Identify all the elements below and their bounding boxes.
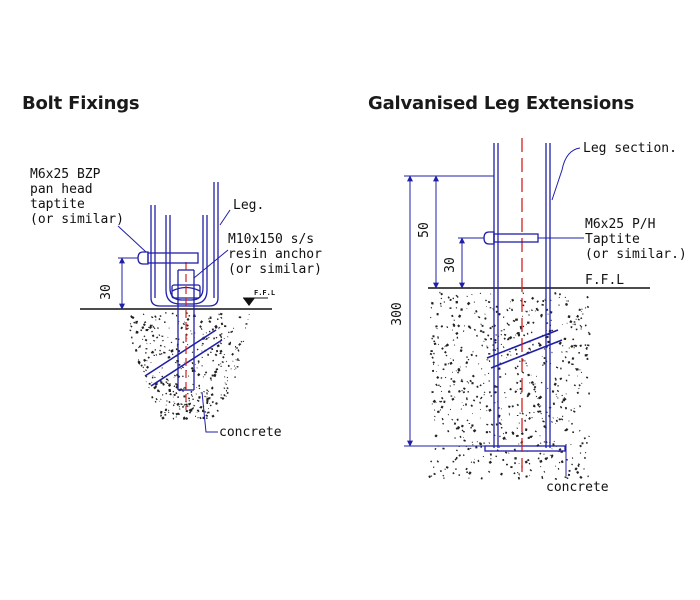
leg-label-left: Leg. — [233, 198, 264, 213]
leader-bolt-left — [117, 225, 147, 253]
leg-section-label: Leg section. — [583, 141, 677, 156]
anchor-label-left: M10x150 s/s resin anchor (or similar) — [228, 232, 330, 277]
concrete-fill-left — [129, 312, 250, 421]
pan-head-bolt-right — [483, 231, 539, 245]
heading-bolt-fixings: Bolt Fixings — [22, 93, 140, 114]
leg-walls-right — [493, 143, 551, 448]
leg-extensions-diagram: 300 50 30 Leg section. M6x25 P/H Taptite… — [390, 138, 687, 495]
leader-concrete-left — [201, 391, 218, 433]
heading-galvanised-leg-extensions: Galvanised Leg Extensions — [368, 93, 635, 114]
ffl-marker-left — [243, 297, 268, 306]
leader-anchor-left — [193, 249, 229, 279]
bolt-fixings-diagram: 30 F.F.L M6x25 BZP pan head taptite (or … — [30, 167, 330, 440]
dimension-lines-right — [404, 175, 494, 447]
concrete-label-left: concrete — [219, 425, 282, 440]
bolt-label-left: M6x25 BZP pan head taptite (or similar) — [30, 167, 124, 227]
dim-label-30-left: 30 — [99, 284, 114, 300]
pan-head-bolt-left — [137, 251, 199, 265]
dim-label-50: 50 — [417, 222, 432, 238]
ffl-label-left: F.F.L — [254, 289, 275, 297]
bolt-label-right: M6x25 P/H Taptite (or similar.) — [585, 217, 687, 262]
dim-label-300: 300 — [390, 302, 405, 325]
leader-leg-left — [219, 209, 231, 226]
ffl-label-right: F.F.L — [585, 273, 624, 288]
leader-leg-section — [551, 147, 581, 201]
base-plate-right — [484, 445, 566, 452]
dim-label-30-right: 30 — [443, 257, 458, 273]
concrete-label-right: concrete — [546, 480, 609, 495]
dimension-30-left — [118, 257, 138, 310]
